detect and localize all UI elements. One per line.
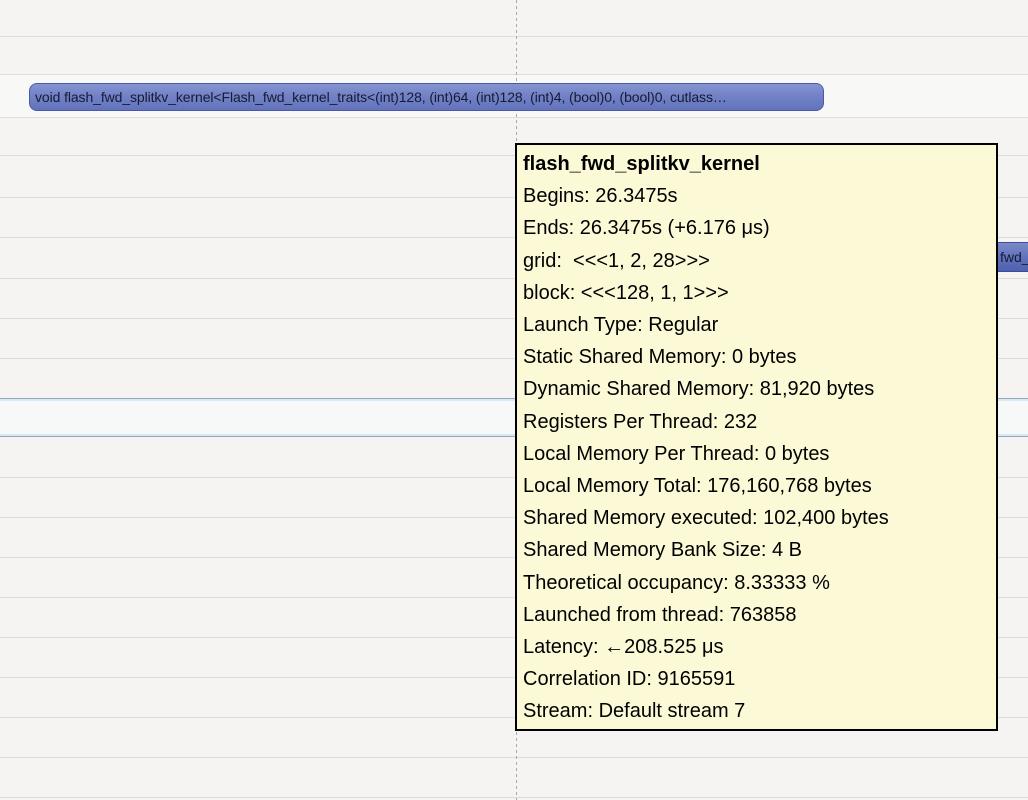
- row-line: [0, 557, 1028, 558]
- row-line: [0, 797, 1028, 798]
- row-line: [0, 36, 1028, 37]
- tooltip-line-local-mem-total: Local Memory Total: 176,160,768 bytes: [523, 475, 872, 498]
- row-line: [0, 237, 1028, 238]
- tooltip-line-latency: Latency: ←208.525 μs: [523, 636, 724, 659]
- row-line: [0, 757, 1028, 758]
- tooltip-line-dynamic-smem: Dynamic Shared Memory: 81,920 bytes: [523, 378, 875, 401]
- row-line: [0, 278, 1028, 279]
- tooltip-line-grid: grid: <<<1, 2, 28>>>: [523, 249, 710, 272]
- row-line: [0, 477, 1028, 478]
- tooltip-line-stream: Stream: Default stream 7: [523, 700, 746, 723]
- row-line: [0, 155, 1028, 156]
- row-line: [0, 117, 1028, 118]
- tooltip-line-smem-bank-size: Shared Memory Bank Size: 4 B: [523, 539, 803, 562]
- tooltip-line-launch-type: Launch Type: Regular: [523, 314, 719, 337]
- row-line: [0, 637, 1028, 638]
- tooltip-line-correlation-id: Correlation ID: 9165591: [523, 668, 736, 691]
- row-line: [0, 677, 1028, 678]
- kernel-bar[interactable]: void flash_fwd_splitkv_kernel<Flash_fwd_…: [29, 83, 824, 111]
- tooltip-line-launched-thread: Launched from thread: 763858: [523, 603, 797, 626]
- tooltip-line-static-smem: Static Shared Memory: 0 bytes: [523, 346, 797, 369]
- row-line: [0, 358, 1028, 359]
- tooltip-title: flash_fwd_splitkv_kernel: [523, 153, 760, 175]
- kernel-tooltip: flash_fwd_splitkv_kernel Begins: 26.3475…: [515, 143, 998, 731]
- row-line: [0, 318, 1028, 319]
- row-line: [0, 197, 1028, 198]
- tooltip-line-block: block: <<<128, 1, 1>>>: [523, 281, 729, 304]
- tooltip-line-registers: Registers Per Thread: 232: [523, 410, 758, 433]
- row-line: [0, 597, 1028, 598]
- tooltip-line-local-mem-thread: Local Memory Per Thread: 0 bytes: [523, 442, 830, 465]
- row-line: [0, 717, 1028, 718]
- tooltip-line-ends: Ends: 26.3475s (+6.176 μs): [523, 217, 770, 240]
- row-line: [0, 74, 1028, 75]
- tooltip-line-smem-executed: Shared Memory executed: 102,400 bytes: [523, 507, 889, 530]
- tooltip-line-occupancy: Theoretical occupancy: 8.33333 %: [523, 571, 830, 594]
- row-line: [0, 517, 1028, 518]
- tooltip-line-begins: Begins: 26.3475s: [523, 185, 678, 208]
